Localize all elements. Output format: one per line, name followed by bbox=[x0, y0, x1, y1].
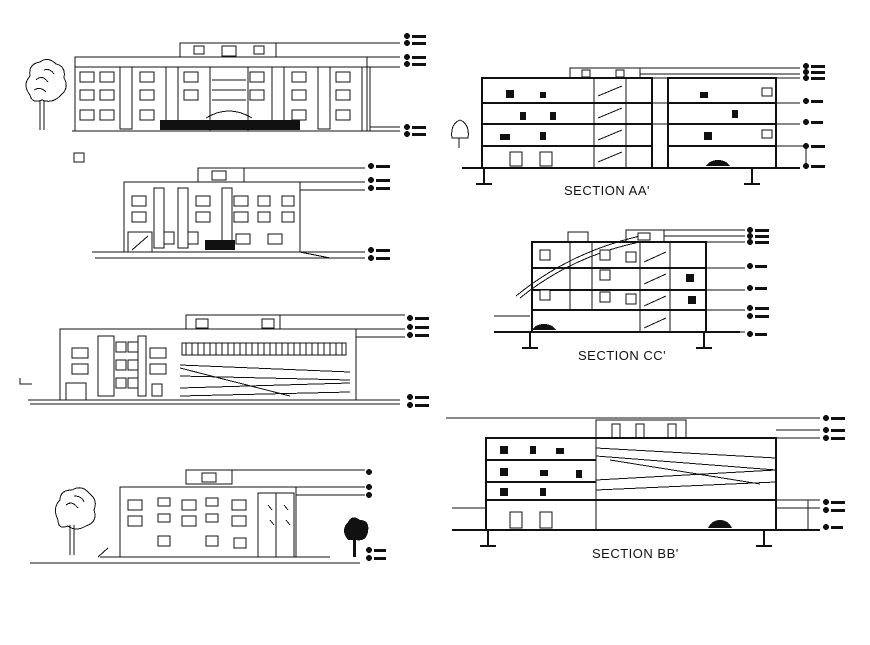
section-cc bbox=[494, 227, 769, 349]
tree-icon bbox=[54, 487, 96, 555]
tree-icon bbox=[25, 58, 67, 130]
section-bb-title: SECTION BB' bbox=[592, 546, 679, 561]
side-elevation bbox=[92, 163, 390, 261]
tree-icon bbox=[344, 517, 369, 557]
section-aa bbox=[451, 63, 825, 185]
front-elevation bbox=[25, 33, 426, 163]
section-bb bbox=[446, 415, 845, 547]
tree-icon bbox=[451, 119, 469, 148]
rear-elevation bbox=[19, 314, 429, 408]
end-elevation bbox=[30, 469, 386, 564]
section-aa-title: SECTION AA' bbox=[564, 183, 651, 198]
section-cc-title: SECTION CC' bbox=[578, 348, 667, 363]
